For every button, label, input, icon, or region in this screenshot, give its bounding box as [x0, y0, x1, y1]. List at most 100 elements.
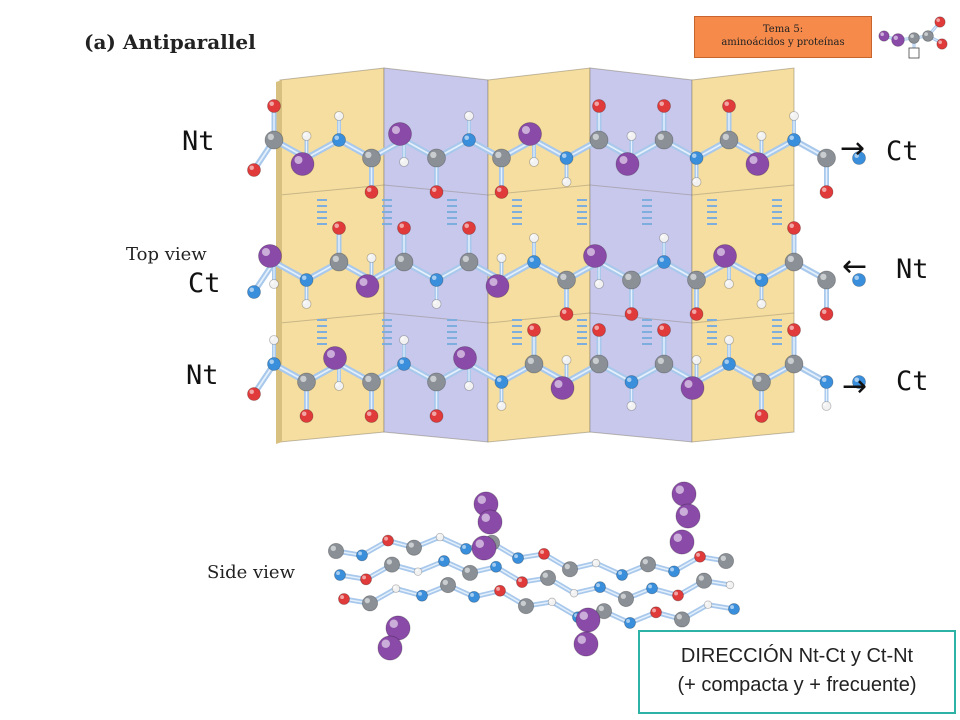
oxygen-atom [787, 221, 801, 235]
atom-highlight [465, 112, 469, 117]
oxygen-atom [787, 323, 801, 337]
strand-3-right-terminus: Ct [896, 366, 929, 397]
carbon-atom [717, 552, 735, 570]
nitrogen-atom [728, 603, 740, 615]
oxygen-atom [382, 534, 394, 547]
nitrogen-atom [397, 357, 411, 371]
atom-highlight [571, 590, 574, 594]
carbon-atom [654, 354, 674, 374]
atom-highlight [437, 534, 440, 538]
atom-highlight [936, 18, 940, 22]
atom-highlight [498, 402, 502, 406]
hydrogen-atom [435, 532, 445, 542]
carbon-atom [362, 372, 381, 392]
carbon-atom [561, 561, 579, 578]
atom-highlight [270, 280, 274, 284]
atom-highlight [303, 132, 307, 136]
atom-highlight [593, 560, 596, 564]
atom-highlight [496, 377, 502, 382]
carbon-atom [695, 572, 713, 589]
atom-highlight [456, 349, 465, 358]
nitrogen-atom [429, 273, 444, 287]
carbon-atom [524, 354, 544, 374]
atom-highlight [498, 254, 502, 258]
atom-highlight [400, 336, 404, 340]
panel-fold-line [589, 184, 693, 196]
hydrogen-atom [269, 279, 279, 289]
carbon-atom [383, 556, 401, 573]
atom-highlight [514, 554, 518, 559]
atom-highlight [366, 411, 372, 416]
r-group-atom [485, 274, 510, 298]
atom-highlight [705, 602, 708, 605]
atom-highlight [440, 557, 444, 562]
nitrogen-atom [356, 549, 368, 562]
carbon-atom [439, 577, 457, 594]
atom-highlight [495, 151, 502, 159]
carbon-atom [654, 130, 674, 150]
oxygen-atom [934, 16, 946, 28]
atom-highlight [540, 550, 544, 554]
oxygen-atom [689, 307, 704, 321]
hydrogen-atom [366, 253, 377, 263]
atom-highlight [693, 178, 697, 182]
hydrogen-bond-group [317, 199, 782, 345]
atom-highlight [542, 572, 548, 578]
atom-highlight [648, 584, 652, 589]
atom-highlight [433, 300, 437, 304]
nitrogen-atom [646, 582, 658, 595]
hydrogen-atom [591, 558, 601, 568]
hydrogen-atom [496, 401, 507, 411]
panel-fold-line [691, 184, 795, 196]
atom-highlight [787, 357, 794, 364]
oxygen-atom [694, 550, 706, 563]
atom-highlight [561, 153, 567, 159]
carbon-atom [394, 252, 414, 272]
atom-highlight [659, 257, 664, 262]
oxygen-atom [592, 323, 606, 337]
carbon-atom [752, 372, 771, 392]
atom-highlight [596, 583, 600, 588]
atom-highlight [724, 101, 729, 106]
atom-highlight [249, 287, 255, 292]
carbon-atom [687, 270, 706, 290]
atom-highlight [674, 591, 678, 596]
nitrogen-atom [416, 589, 428, 602]
atom-highlight [659, 101, 664, 106]
hydrogen-atom [691, 177, 702, 187]
strand-2-left-terminus: Ct [188, 268, 221, 299]
atom-highlight [642, 558, 648, 565]
atom-highlight [722, 133, 729, 141]
strand-1-direction-arrow: → [840, 131, 866, 166]
atom-highlight [442, 579, 449, 586]
atom-highlight [854, 153, 859, 159]
atom-highlight [481, 513, 490, 522]
atom-highlight [462, 255, 469, 262]
panel-fold-line [383, 312, 489, 324]
atom-highlight [430, 375, 437, 382]
atom-highlight [673, 533, 682, 542]
panel-fold-line [589, 312, 693, 324]
r-group-atom [377, 635, 403, 661]
atom-highlight [594, 101, 599, 106]
atom-highlight [652, 608, 656, 613]
atom-highlight [381, 639, 390, 648]
r-group-atom [573, 631, 599, 657]
atom-highlight [270, 336, 274, 340]
hydrogen-atom [789, 111, 799, 121]
atom-highlight [727, 582, 730, 585]
oxygen-atom [494, 584, 506, 597]
topic-line-1: Tema 5: [762, 24, 804, 35]
atom-highlight [431, 275, 437, 280]
atom-highlight [579, 611, 588, 620]
atom-highlight [657, 133, 664, 141]
atom-highlight [684, 379, 693, 388]
atom-highlight [854, 377, 859, 382]
atom-highlight [384, 536, 388, 541]
hydrogen-atom [724, 335, 734, 345]
atom-highlight [561, 309, 567, 314]
atom-highlight [521, 125, 530, 134]
atom-highlight [820, 273, 827, 280]
carbon-atom [427, 372, 446, 392]
amino-acid-structure-icon [878, 16, 948, 59]
